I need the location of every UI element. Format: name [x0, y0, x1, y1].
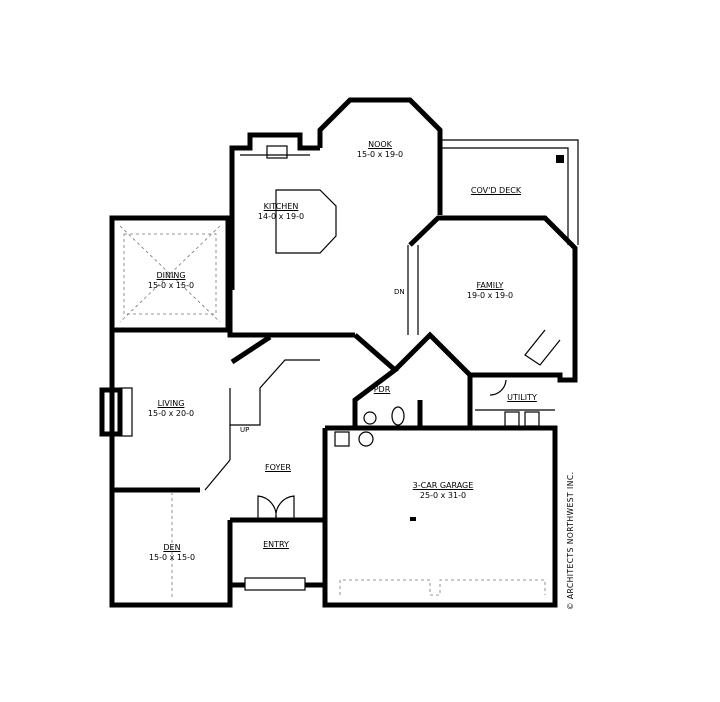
front-door[interactable]	[257, 495, 295, 519]
deck-rail	[440, 139, 579, 245]
dryer	[524, 411, 540, 427]
room-label-entry: ENTRY	[263, 540, 289, 549]
ceiling-line	[123, 233, 217, 315]
pdr-wall	[352, 333, 399, 428]
stair-wall	[227, 290, 355, 338]
room-label-deck: COV'D DECK	[470, 186, 522, 195]
west-wall	[109, 330, 233, 608]
copyright-notice: © ARCHITECTS NORTHWEST INC.	[566, 471, 575, 610]
stair-down-label: DN	[394, 288, 405, 296]
kitchen-island	[275, 189, 337, 254]
room-label-pdr: PDR	[373, 385, 391, 394]
fireplace-hearth	[119, 387, 133, 437]
kitchen-top-wall	[229, 132, 320, 290]
pdr-sink	[363, 411, 377, 425]
family-wall	[408, 215, 578, 383]
family-bay	[524, 329, 561, 366]
furnace	[358, 431, 374, 447]
stair-diagonal	[230, 334, 272, 365]
dining-wall	[109, 215, 231, 333]
water-heater	[334, 431, 350, 447]
stairs	[229, 359, 320, 426]
room-label-foyer: FOYER	[265, 463, 291, 472]
deck-post	[556, 155, 564, 163]
garage-outlet	[410, 517, 416, 521]
toilet	[391, 406, 405, 426]
ceiling-line	[119, 225, 221, 323]
pdr-wall	[393, 331, 473, 428]
utility-door[interactable]	[489, 379, 507, 396]
garage-wall	[322, 425, 558, 608]
stair-up-label: UP	[240, 426, 250, 434]
ceiling-line	[119, 225, 221, 323]
nook-wall	[317, 97, 443, 160]
entry-step	[244, 577, 306, 591]
room-label-utility: UTILITY	[507, 393, 537, 402]
sink-icon	[266, 145, 288, 159]
deck-rail-inner	[440, 147, 569, 245]
washer	[504, 411, 520, 427]
garage-door-line	[339, 579, 546, 596]
foyer-diagonal	[204, 459, 231, 491]
